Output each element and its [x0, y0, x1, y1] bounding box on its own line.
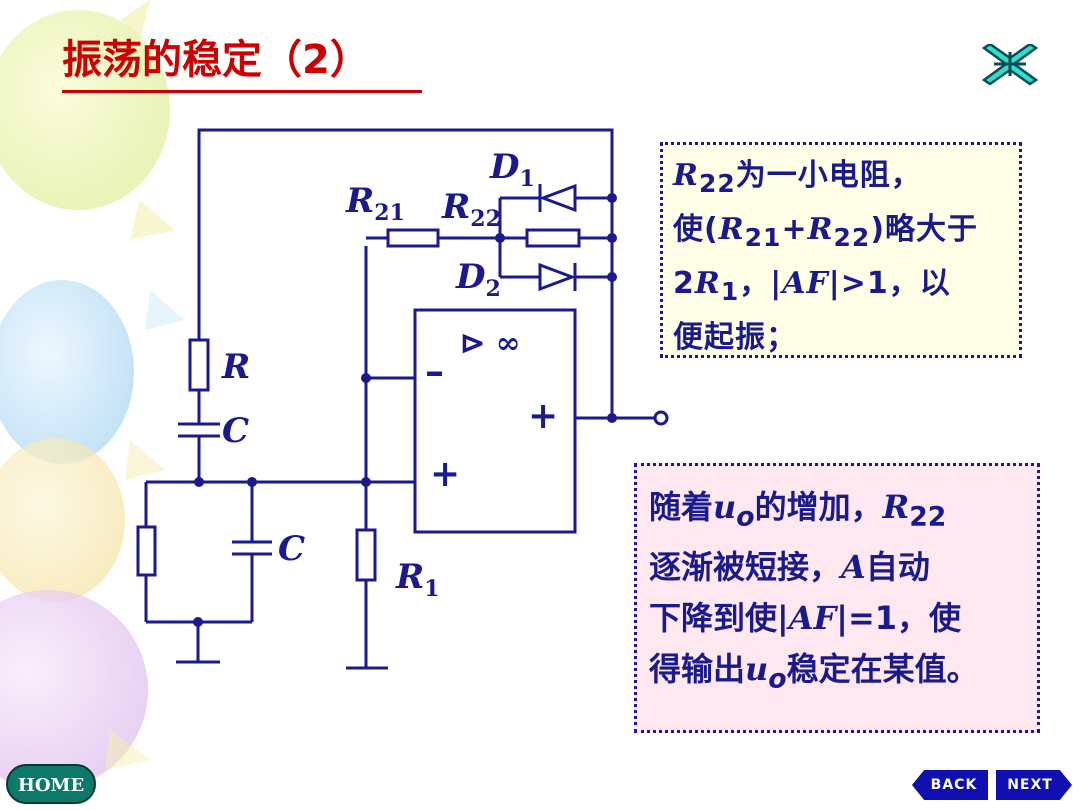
- label-c-shunt: C: [278, 529, 305, 569]
- label-d1: D1: [489, 147, 535, 192]
- output-sign: +: [528, 395, 558, 437]
- note1-line2: 使(R21+R22)略大于: [673, 212, 979, 252]
- label-c-series: C: [222, 411, 249, 451]
- next-button[interactable]: NEXT: [996, 770, 1072, 800]
- noninverting-input-sign: +: [430, 453, 460, 495]
- note-stabilization: 随着uo的增加，R22 逐渐被短接，A自动 下降到使|AF|=1，使 得输出uo…: [634, 463, 1040, 733]
- note2-line1: 随着uo的增加，R22: [649, 488, 947, 533]
- label-r21: R21: [345, 181, 405, 226]
- note1-line4: 便起振；: [673, 320, 797, 355]
- opamp-gain-symbol: ⊳ ∞: [460, 326, 521, 361]
- title-underline: [62, 90, 422, 93]
- output-terminal: [653, 410, 669, 426]
- slide-title: 振荡的稳定（2）: [62, 37, 370, 83]
- inverting-input-sign: –: [425, 348, 444, 393]
- home-button[interactable]: HOME: [6, 764, 96, 804]
- junction-dots: [193, 193, 617, 627]
- note2-line3: 下降到使|AF|=1，使: [649, 599, 962, 638]
- note2-line4: 得输出uo稳定在某值。: [649, 650, 979, 695]
- note-startup-condition: R22为一小电阻， 使(R21+R22)略大于 2R1，|AF|>1，以 便起振…: [660, 142, 1022, 358]
- label-d2: D2: [455, 257, 501, 302]
- label-r22: R22: [441, 187, 501, 232]
- label-r: R: [221, 347, 250, 387]
- back-button[interactable]: BACK: [912, 770, 988, 800]
- note2-line2: 逐渐被短接，A自动: [649, 548, 930, 587]
- exit-icon[interactable]: [980, 44, 1040, 90]
- note1-line3: 2R1，|AF|>1，以: [673, 266, 951, 306]
- note1-line1: R22为一小电阻，: [673, 158, 922, 198]
- label-r1: R1: [395, 557, 440, 602]
